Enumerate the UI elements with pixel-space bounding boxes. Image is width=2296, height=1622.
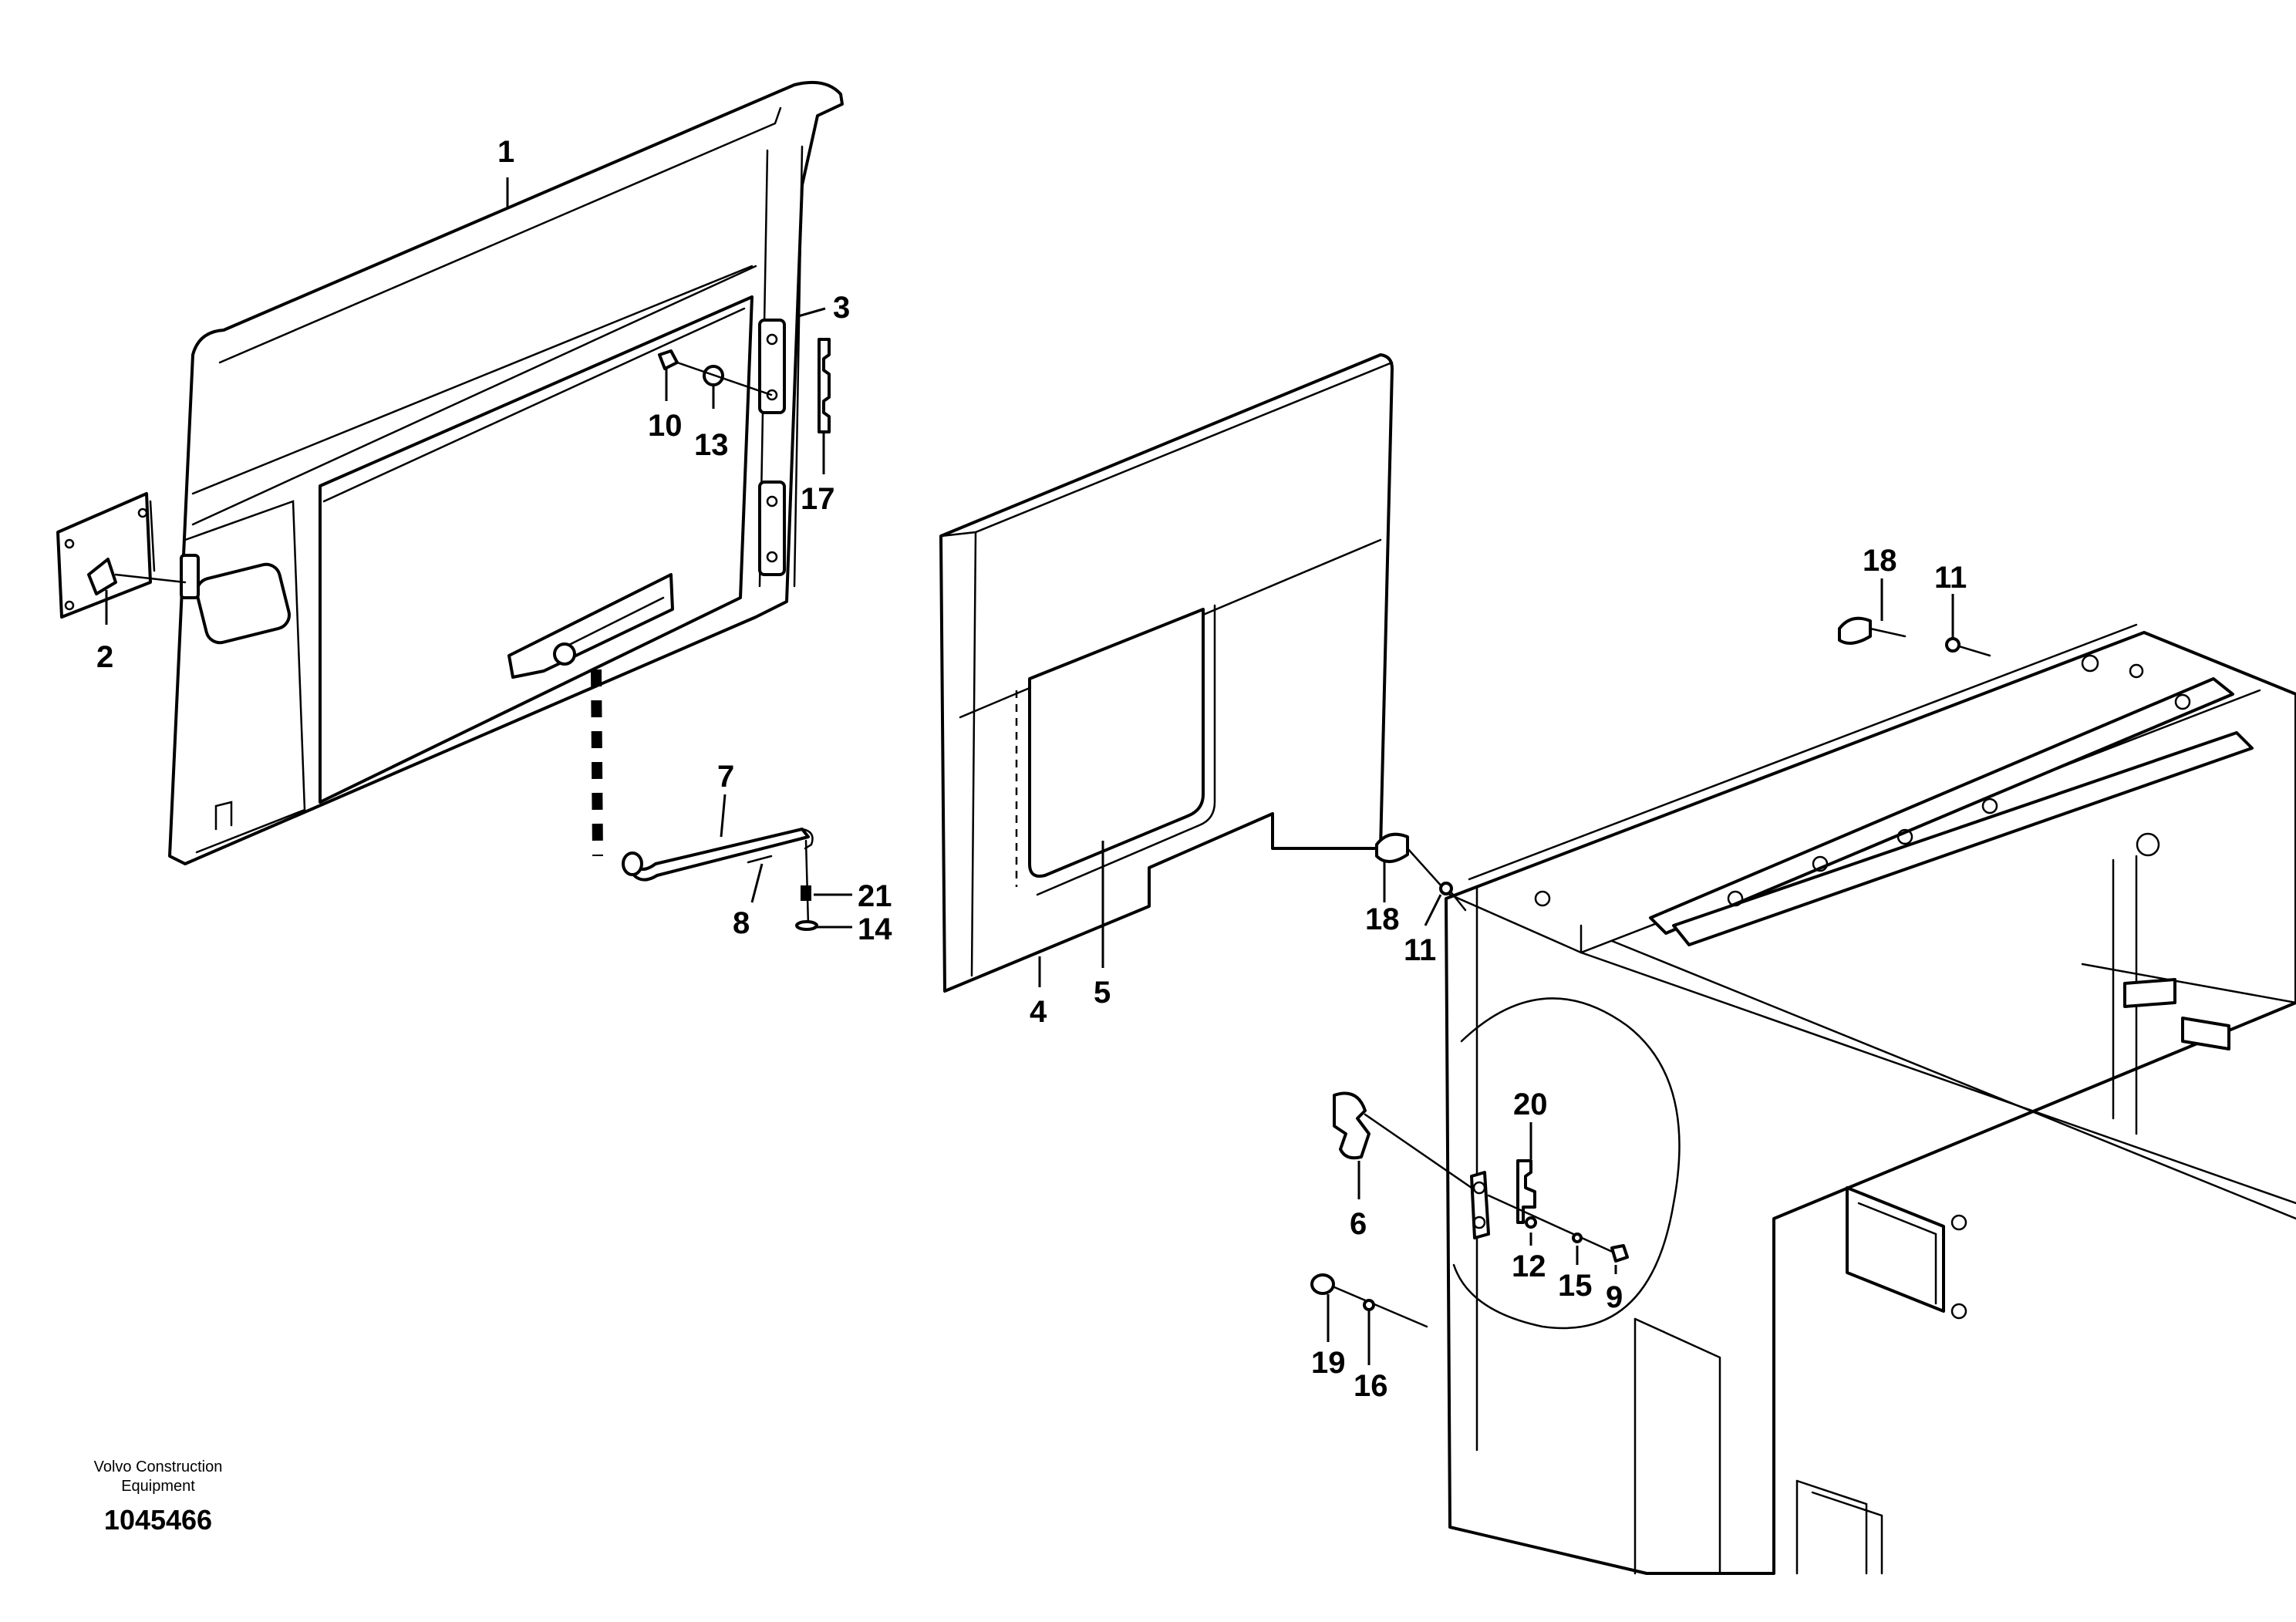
callout-10: 10	[648, 409, 683, 443]
footer: Volvo Construction Equipment 1045466	[31, 1458, 285, 1536]
callout-20: 20	[1513, 1088, 1548, 1121]
callout-18-top: 18	[1863, 544, 1897, 578]
latch-plate-part-2	[56, 492, 187, 619]
brand-line-1: Volvo Construction	[93, 1458, 223, 1475]
callout-17: 17	[801, 482, 835, 516]
door-frame-part-1	[168, 80, 844, 865]
hinge-fasteners-10-13-17	[658, 338, 831, 433]
callout-6: 6	[1350, 1207, 1367, 1241]
callout-11-top: 11	[1934, 561, 1967, 595]
callout-14: 14	[858, 912, 892, 946]
leader-lines	[105, 177, 1954, 1365]
callout-5: 5	[1094, 976, 1111, 1010]
callout-15: 15	[1558, 1269, 1593, 1303]
document-number: 1045466	[103, 1504, 213, 1536]
detail-fasteners	[1310, 1091, 1629, 1328]
callout-2: 2	[96, 640, 113, 674]
callout-11-mid: 11	[1404, 933, 1436, 967]
callout-21: 21	[858, 879, 892, 913]
callout-18-mid: 18	[1365, 902, 1400, 936]
callout-4: 4	[1030, 995, 1047, 1029]
callout-7: 7	[717, 760, 734, 794]
callout-1: 1	[497, 135, 514, 169]
bumper-fasteners-18-11	[1375, 616, 1991, 912]
side-panel-part-4	[939, 353, 1394, 993]
cab-structure	[1445, 623, 2296, 1575]
callout-19: 19	[1311, 1346, 1346, 1380]
callout-12: 12	[1512, 1249, 1546, 1283]
callout-9: 9	[1606, 1280, 1623, 1314]
callout-16: 16	[1354, 1369, 1388, 1403]
callout-13: 13	[694, 428, 729, 462]
callout-8: 8	[733, 906, 750, 940]
callout-labels: 1 2 3 10 13 17 7 8 21 14 4 5 18 11 18 11…	[96, 135, 1967, 1403]
brand-line-2: Equipment	[121, 1478, 195, 1495]
support-rod-part-7	[591, 669, 818, 931]
callout-3: 3	[833, 291, 850, 325]
